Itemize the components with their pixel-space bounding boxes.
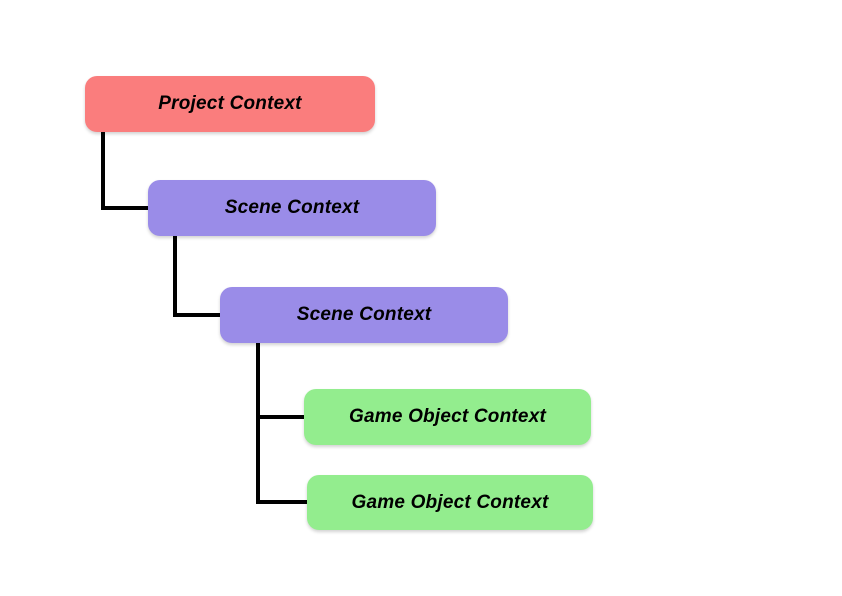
node-scene-context-1: Scene Context bbox=[148, 180, 436, 236]
node-game-object-context-2-label: Game Object Context bbox=[351, 491, 549, 513]
edge-scene1-to-scene2-horizontal bbox=[173, 313, 220, 317]
node-project-context-label: Project Context bbox=[158, 93, 302, 114]
edge-scene1-to-scene2-vertical bbox=[173, 236, 177, 317]
node-game-object-context-1-label: Game Object Context bbox=[348, 406, 546, 427]
edge-scene2-to-children-vertical bbox=[256, 343, 260, 504]
edge-scene2-to-gameobject1-horizontal bbox=[256, 415, 304, 419]
node-game-object-context-1: Game Object Context bbox=[304, 389, 591, 445]
node-scene-context-1-label: Scene Context bbox=[224, 197, 360, 218]
edge-scene2-to-gameobject2-horizontal bbox=[256, 500, 307, 504]
node-project-context: Project Context bbox=[85, 76, 375, 132]
edge-project-to-scene1-vertical bbox=[101, 132, 105, 210]
node-scene-context-2: Scene Context bbox=[220, 287, 508, 343]
edge-project-to-scene1-horizontal bbox=[101, 206, 148, 210]
node-game-object-context-2: Game Object Context bbox=[307, 475, 593, 530]
node-scene-context-2-label: Scene Context bbox=[296, 304, 432, 325]
